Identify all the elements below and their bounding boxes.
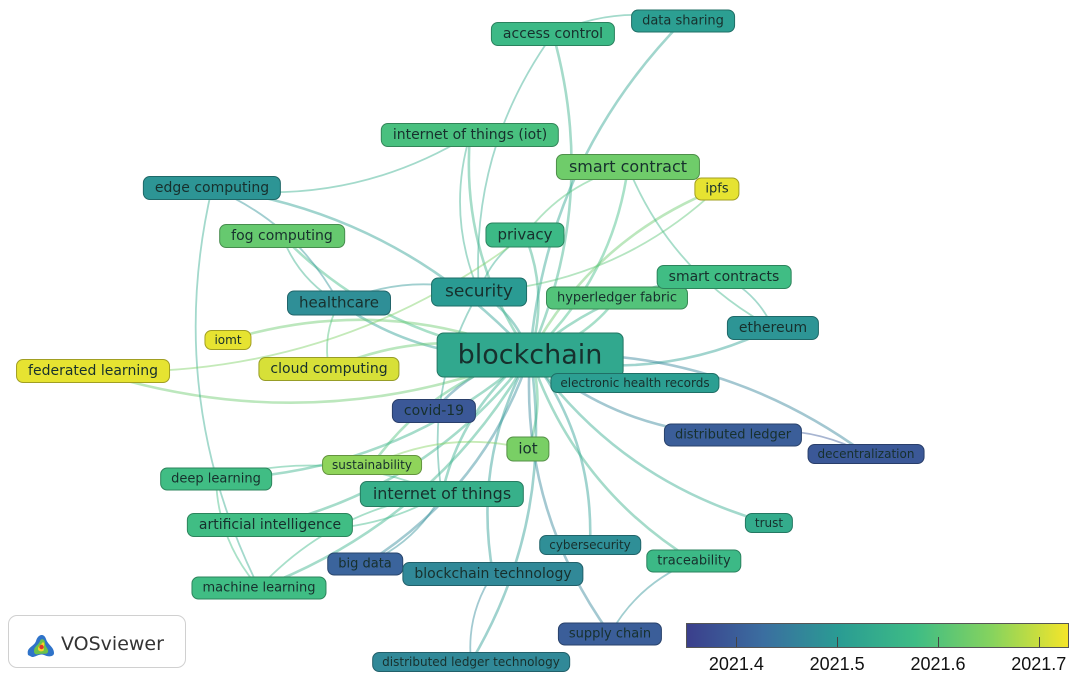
- node-blockchain-technology[interactable]: blockchain technology: [402, 562, 584, 586]
- node-hyperledger-fabric[interactable]: hyperledger fabric: [545, 286, 689, 310]
- node-internet-of-things-iot[interactable]: internet of things (iot): [380, 123, 560, 147]
- node-covid-19[interactable]: covid-19: [391, 399, 477, 423]
- color-scale-tick: [937, 637, 939, 647]
- color-scale-label: 2021.4: [708, 654, 764, 674]
- node-healthcare[interactable]: healthcare: [287, 290, 391, 316]
- link-blockchain-blockchain-technology: [486, 354, 532, 575]
- link-blockchain-distributed-ledger-technology: [469, 354, 538, 663]
- node-internet-of-things[interactable]: internet of things: [359, 481, 525, 507]
- link-security-access-control: [477, 33, 554, 293]
- node-blockchain[interactable]: blockchain: [436, 332, 624, 378]
- node-distributed-ledger-technology[interactable]: distributed ledger technology: [372, 652, 570, 672]
- color-scale-label: 2021.6: [910, 654, 966, 674]
- node-federated-learning[interactable]: federated learning: [16, 359, 170, 383]
- node-electronic-health-records[interactable]: electronic health records: [550, 373, 720, 393]
- node-artificial-intelligence[interactable]: artificial intelligence: [186, 513, 354, 537]
- node-edge-computing[interactable]: edge computing: [142, 176, 282, 200]
- color-scale-tick: [837, 637, 839, 647]
- node-machine-learning[interactable]: machine learning: [191, 576, 327, 600]
- node-data-sharing[interactable]: data sharing: [631, 9, 735, 33]
- node-deep-learning[interactable]: deep learning: [160, 467, 272, 491]
- color-scale-tick: [1038, 637, 1040, 647]
- node-fog-computing[interactable]: fog computing: [219, 224, 345, 248]
- node-big-data[interactable]: big data: [327, 552, 403, 576]
- logo-text: VOSviewer: [61, 633, 164, 655]
- node-distributed-ledger[interactable]: distributed ledger: [663, 423, 803, 447]
- node-iomt[interactable]: iomt: [204, 330, 252, 350]
- node-cybersecurity[interactable]: cybersecurity: [539, 535, 641, 555]
- node-smart-contracts[interactable]: smart contracts: [656, 265, 792, 289]
- node-privacy[interactable]: privacy: [485, 222, 565, 248]
- node-cloud-computing[interactable]: cloud computing: [258, 357, 400, 381]
- node-decentralization[interactable]: decentralization: [807, 444, 925, 464]
- node-sustainability[interactable]: sustainability: [322, 455, 422, 475]
- link-blockchain-big-data: [364, 354, 532, 566]
- node-ipfs[interactable]: ipfs: [694, 177, 740, 201]
- vosviewer-logo: VOSviewer: [8, 615, 186, 668]
- node-trust[interactable]: trust: [744, 513, 794, 533]
- node-security[interactable]: security: [431, 277, 527, 307]
- link-smart-contract-ethereum: [627, 166, 774, 329]
- node-supply-chain[interactable]: supply chain: [557, 622, 663, 646]
- link-security-internet-of-things-iot: [459, 134, 480, 293]
- color-scale-label: 2021.7: [1011, 654, 1067, 674]
- color-scale-label: 2021.5: [809, 654, 865, 674]
- color-scale-bar: [686, 623, 1069, 648]
- link-blockchain-technology-distributed-ledger-technology: [469, 573, 494, 663]
- vosviewer-logo-icon: [27, 635, 54, 657]
- node-smart-contract[interactable]: smart contract: [555, 154, 701, 180]
- link-blockchain-internet-of-things-iot: [467, 134, 532, 356]
- node-iot[interactable]: iot: [506, 436, 550, 462]
- node-ethereum[interactable]: ethereum: [726, 316, 820, 340]
- link-blockchain-ipfs: [528, 187, 718, 356]
- color-scale-tick: [736, 637, 738, 647]
- link-blockchain-supply-chain: [527, 354, 612, 635]
- link-blockchain-access-control: [528, 33, 573, 356]
- node-traceability[interactable]: traceability: [646, 549, 742, 573]
- node-access-control[interactable]: access control: [490, 22, 616, 46]
- link-blockchain-traceability: [528, 354, 695, 563]
- link-security-internet-of-things: [436, 291, 480, 495]
